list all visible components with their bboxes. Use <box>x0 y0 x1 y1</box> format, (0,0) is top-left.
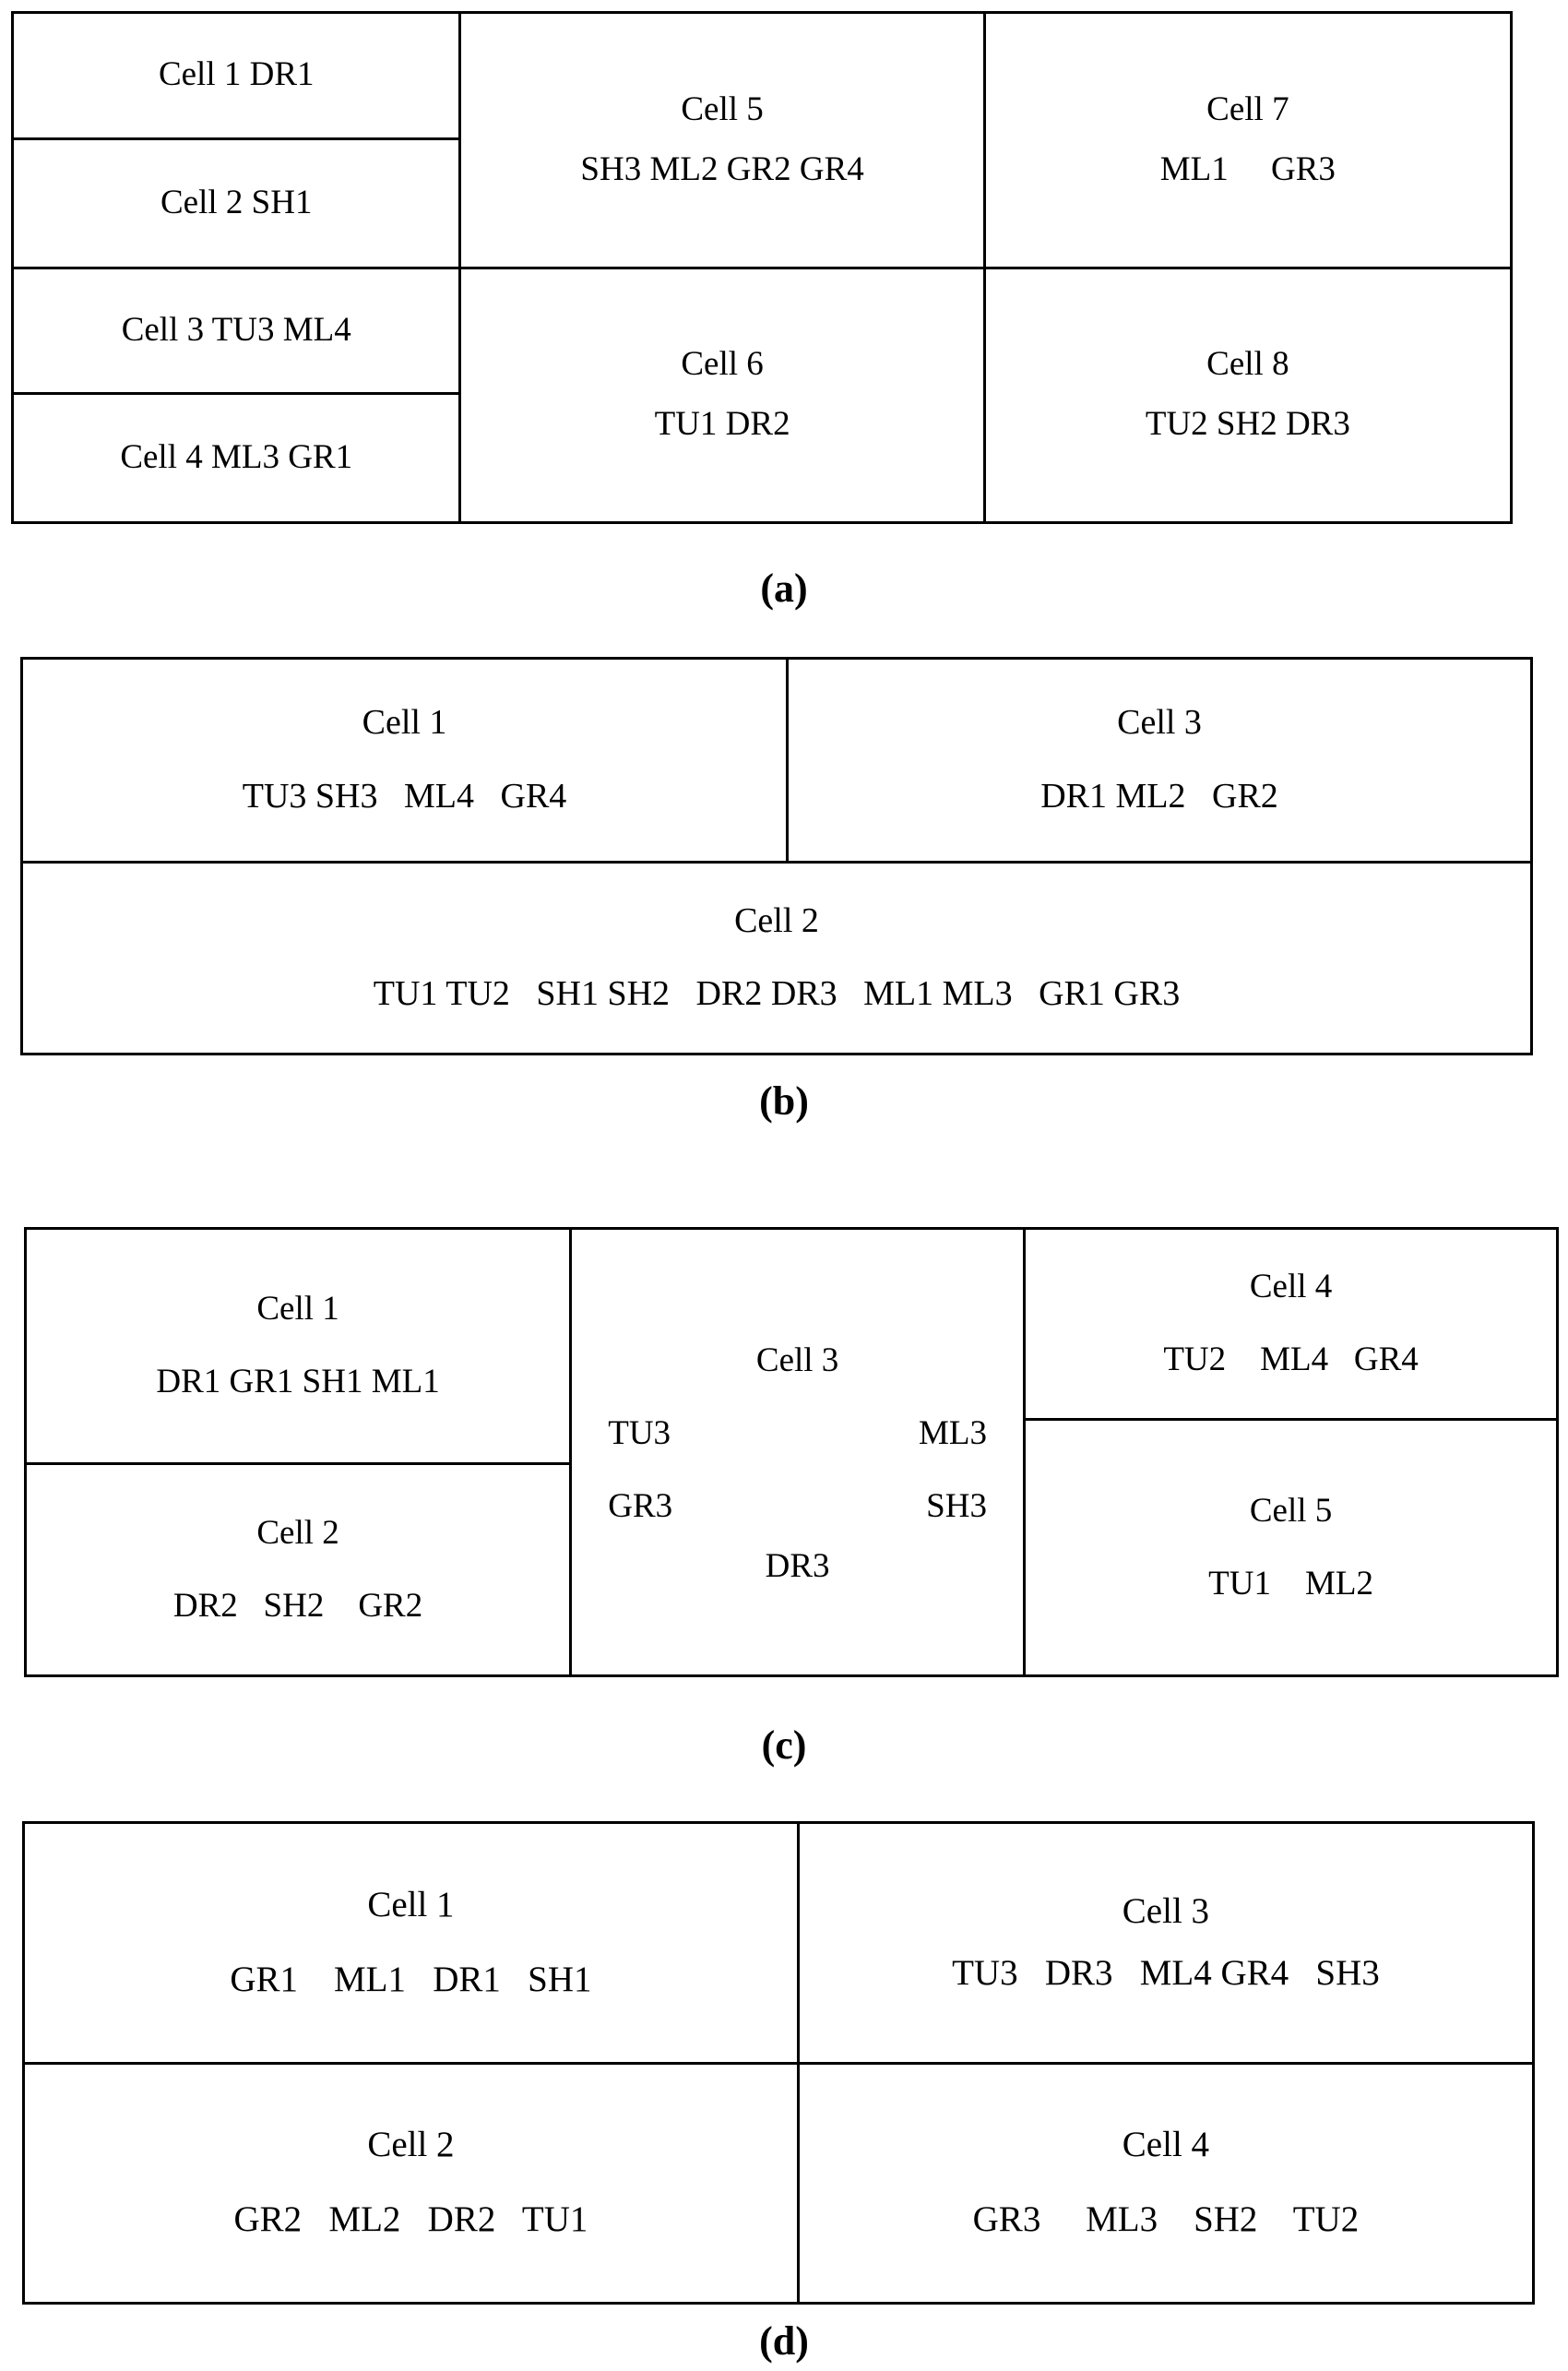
cell-items: DR2 SH2 GR2 <box>172 1586 423 1625</box>
panel-c-column-left: Cell 1 DR1 GR1 SH1 ML1 Cell 2 DR2 SH2 GR… <box>27 1230 573 1674</box>
panel-b-row-bottom: Cell 2 TU1 TU2 SH1 SH2 DR2 DR3 ML1 ML3 G… <box>23 863 1530 1053</box>
cell-c-3-content: Cell 3 TU3 ML3 GR3 SH3 DR3 <box>572 1319 1023 1584</box>
cell-items: TU1 DR2 <box>654 405 790 444</box>
cell-title: Cell 7 <box>1206 89 1289 128</box>
cell-c-3-row-3: DR3 <box>765 1546 830 1585</box>
cell-items: GR2 ML2 DR2 TU1 <box>233 2199 588 2240</box>
cell-a-4: Cell 4 ML3 GR1 <box>14 395 459 521</box>
cell-title: Cell 3 <box>1117 703 1202 743</box>
cell-d-1: Cell 1 GR1 ML1 DR1 SH1 <box>25 1824 800 2062</box>
cell-title: Cell 3 <box>755 1341 839 1380</box>
panel-c-column-middle: Cell 3 TU3 ML3 GR3 SH3 DR3 <box>572 1230 1027 1674</box>
cell-items: GR3 ML3 SH2 TU2 <box>972 2199 1360 2240</box>
cell-item: GR3 <box>608 1487 673 1525</box>
cell-item: ML3 <box>918 1414 987 1453</box>
cell-title: Cell 2 <box>367 2125 455 2165</box>
panel-a-row-top: Cell 1 DR1 Cell 2 SH1 Cell 5 SH3 ML2 GR2… <box>14 14 1510 269</box>
cell-items: DR1 GR1 SH1 ML1 <box>156 1363 440 1401</box>
cell-d-4: Cell 4 GR3 ML3 SH2 TU2 <box>799 2064 1532 2302</box>
panel-b: Cell 1 TU3 SH3 ML4 GR4 Cell 3 DR1 ML2 GR… <box>20 657 1533 1055</box>
panel-a-column-1-bottom: Cell 3 TU3 ML4 Cell 4 ML3 GR1 <box>14 268 462 521</box>
cell-title: Cell 2 <box>734 900 819 940</box>
panel-d-row-top: Cell 1 GR1 ML1 DR1 SH1 Cell 3 TU3 DR3 ML… <box>25 1824 1532 2065</box>
cell-c-3-row-2: GR3 SH3 <box>608 1487 987 1525</box>
cell-items: DR1 ML2 GR2 <box>1040 776 1278 816</box>
cell-title: Cell 3 TU3 ML4 <box>121 310 351 349</box>
panel-a: Cell 1 DR1 Cell 2 SH1 Cell 5 SH3 ML2 GR2… <box>11 11 1513 524</box>
panel-b-row-top: Cell 1 TU3 SH3 ML4 GR4 Cell 3 DR1 ML2 GR… <box>23 660 1530 864</box>
cell-title: Cell 1 <box>367 1884 455 1924</box>
cell-c-1: Cell 1 DR1 GR1 SH1 ML1 <box>27 1230 570 1466</box>
cell-items: SH3 ML2 GR2 GR4 <box>580 149 864 188</box>
cell-items: TU3 SH3 ML4 GR4 <box>242 776 567 816</box>
panel-caption-c: (c) <box>761 1722 807 1768</box>
cell-c-4: Cell 4 TU2 ML4 GR4 <box>1026 1230 1556 1422</box>
cell-title: Cell 6 <box>681 345 764 384</box>
cell-b-2: Cell 2 TU1 TU2 SH1 SH2 DR2 DR3 ML1 ML3 G… <box>23 863 1530 1053</box>
cell-title: Cell 1 <box>256 1290 339 1328</box>
panel-c: Cell 1 DR1 GR1 SH1 ML1 Cell 2 DR2 SH2 GR… <box>24 1227 1559 1677</box>
panel-d-row-bottom: Cell 2 GR2 ML2 DR2 TU1 Cell 4 GR3 ML3 SH… <box>25 2064 1532 2302</box>
cell-items: TU1 TU2 SH1 SH2 DR2 DR3 ML1 ML3 GR1 GR3 <box>373 974 1181 1014</box>
cell-c-3-row-1: TU3 ML3 <box>608 1414 987 1453</box>
panel-caption-b: (b) <box>759 1078 809 1124</box>
cell-d-2: Cell 2 GR2 ML2 DR2 TU1 <box>25 2064 800 2302</box>
cell-items: TU3 DR3 ML4 GR4 SH3 <box>952 1952 1380 1993</box>
cell-items: TU2 SH2 DR3 <box>1145 405 1350 444</box>
cell-title: Cell 4 <box>1122 2125 1210 2165</box>
panel-a-row-bottom: Cell 3 TU3 ML4 Cell 4 ML3 GR1 Cell 6 TU1… <box>14 268 1510 521</box>
cell-title: Cell 3 <box>1122 1890 1210 1931</box>
panel-a-column-1-top: Cell 1 DR1 Cell 2 SH1 <box>14 14 462 267</box>
cell-items: ML1 GR3 <box>1159 149 1336 188</box>
cell-title: Cell 5 <box>681 89 764 128</box>
cell-a-2: Cell 2 SH1 <box>14 139 459 267</box>
cell-b-3: Cell 3 DR1 ML2 GR2 <box>789 660 1530 861</box>
panel-d: Cell 1 GR1 ML1 DR1 SH1 Cell 3 TU3 DR3 ML… <box>22 1821 1535 2305</box>
cell-a-7: Cell 7 ML1 GR3 <box>985 14 1510 267</box>
cell-a-8: Cell 8 TU2 SH2 DR3 <box>985 268 1510 521</box>
cell-c-5: Cell 5 TU1 ML2 <box>1026 1421 1556 1674</box>
cell-items: TU1 ML2 <box>1208 1564 1373 1603</box>
cell-item: TU3 <box>608 1414 671 1453</box>
panel-c-column-right: Cell 4 TU2 ML4 GR4 Cell 5 TU1 ML2 <box>1026 1230 1556 1674</box>
cell-d-3: Cell 3 TU3 DR3 ML4 GR4 SH3 <box>799 1824 1532 2062</box>
cell-a-3: Cell 3 TU3 ML4 <box>14 268 459 396</box>
cell-title: Cell 2 SH1 <box>160 183 313 221</box>
panel-caption-d: (d) <box>759 2318 809 2364</box>
cell-item: SH3 <box>926 1487 987 1525</box>
cell-title: Cell 1 <box>362 703 447 743</box>
panel-caption-a: (a) <box>760 566 808 611</box>
cell-a-1: Cell 1 DR1 <box>14 14 459 140</box>
cell-c-2: Cell 2 DR2 SH2 GR2 <box>27 1465 570 1674</box>
cell-title: Cell 1 DR1 <box>158 55 315 94</box>
cell-a-6: Cell 6 TU1 DR2 <box>461 268 986 521</box>
cell-title: Cell 4 <box>1249 1268 1333 1306</box>
cell-title: Cell 2 <box>256 1513 339 1552</box>
cell-items: TU2 ML4 GR4 <box>1163 1340 1419 1379</box>
cell-c-3: Cell 3 TU3 ML3 GR3 SH3 DR3 <box>572 1230 1024 1674</box>
cell-title: Cell 5 <box>1249 1491 1333 1530</box>
cell-title: Cell 4 ML3 GR1 <box>120 438 353 477</box>
cell-b-1: Cell 1 TU3 SH3 ML4 GR4 <box>23 660 790 861</box>
cell-a-5: Cell 5 SH3 ML2 GR2 GR4 <box>461 14 986 267</box>
cell-items: GR1 ML1 DR1 SH1 <box>230 1959 592 1999</box>
cell-title: Cell 8 <box>1206 345 1289 384</box>
